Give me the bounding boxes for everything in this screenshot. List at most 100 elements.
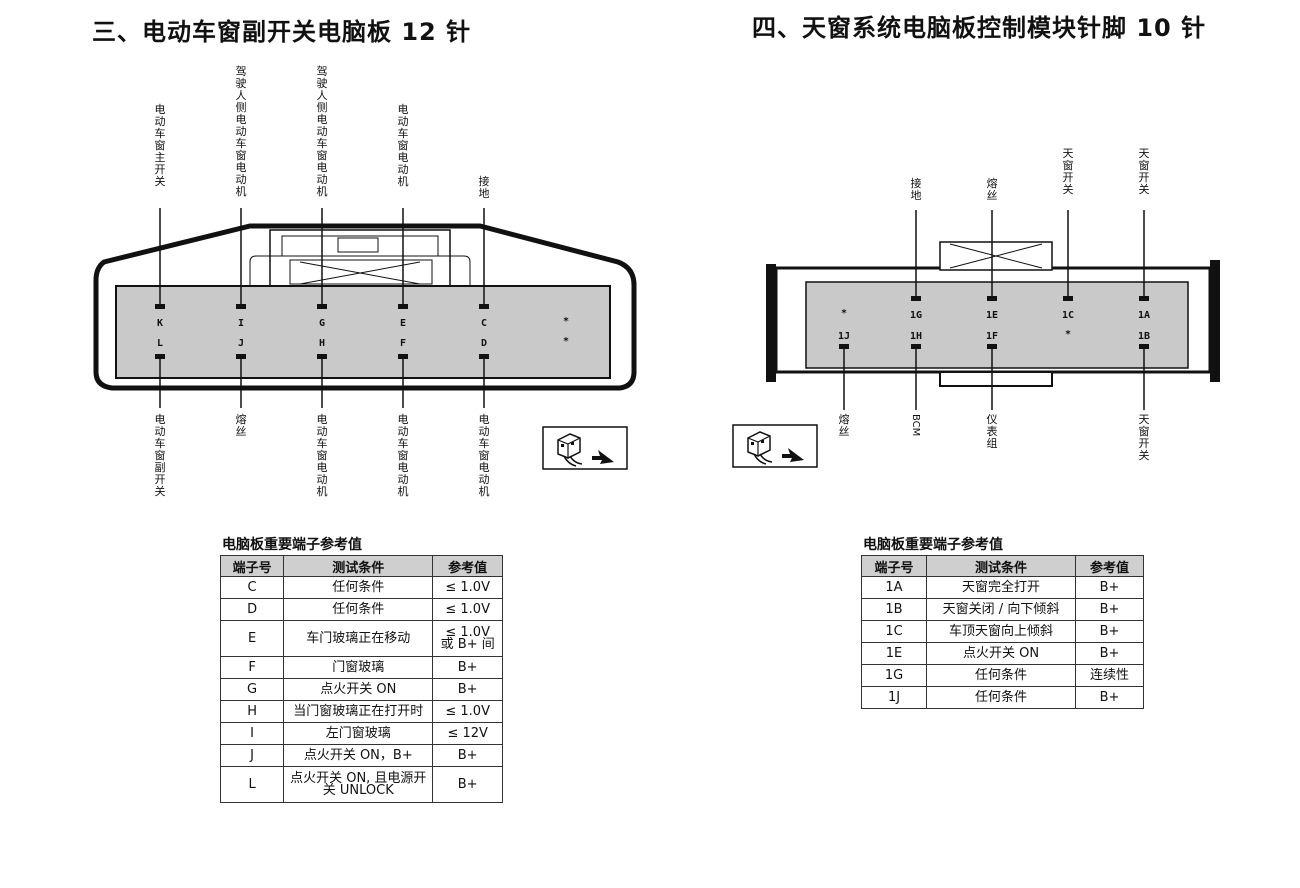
- header-value: 参考值: [1075, 555, 1144, 577]
- left-top-label-1: 电动车窗主开关: [154, 103, 166, 188]
- left-pin-D: D: [480, 338, 488, 349]
- left-pin-H: H: [318, 338, 326, 349]
- cell-condition: 任何条件: [283, 576, 434, 599]
- right-pin-1A: 1A: [1137, 310, 1151, 321]
- cell-value: ≤ 1.0V 或 B+ 间: [432, 620, 503, 657]
- cell-value: B+: [1075, 686, 1144, 709]
- cell-condition: 天窗完全打开: [926, 576, 1076, 599]
- left-bottom-label-4: 电动车窗电动机: [397, 413, 409, 498]
- connector-plug-icon-right: [732, 424, 818, 468]
- cell-condition: 左门窗玻璃: [283, 722, 434, 745]
- table-header-row: 端子号 测试条件 参考值: [861, 555, 1144, 577]
- left-bottom-label-1: 电动车窗副开关: [154, 413, 166, 498]
- right-pin-1C: 1C: [1061, 310, 1075, 321]
- left-pin-star-1: *: [562, 316, 570, 327]
- cell-value: ≤ 1.0V: [432, 576, 503, 599]
- right-top-label-1: 接地: [910, 177, 922, 202]
- cell-pin: 1G: [861, 664, 927, 687]
- right-top-label-2: 熔丝: [986, 177, 998, 202]
- left-top-label-4: 电动车窗电动机: [397, 103, 409, 188]
- right-pin-1F: 1F: [985, 331, 999, 342]
- cell-condition: 点火开关 ON: [926, 642, 1076, 665]
- right-table-caption: 电脑板重要端子参考值: [863, 537, 1003, 553]
- left-bottom-label-2: 熔丝: [235, 413, 247, 438]
- cell-condition: 点火开关 ON, 且电源开关 UNLOCK: [283, 766, 434, 803]
- cell-condition: 车门玻璃正在移动: [283, 620, 434, 657]
- right-pin-1H: 1H: [909, 331, 923, 342]
- cell-condition: 点火开关 ON，B+: [283, 744, 434, 767]
- left-pin-I: I: [237, 318, 245, 329]
- cell-value: 连续性: [1075, 664, 1144, 687]
- right-pin-1G: 1G: [909, 310, 923, 321]
- left-pin-F: F: [399, 338, 407, 349]
- header-pin: 端子号: [219, 555, 285, 577]
- left-pin-G: G: [318, 318, 326, 329]
- cell-value: ≤ 12V: [432, 722, 503, 745]
- left-top-label-5: 接地: [478, 175, 490, 200]
- right-bottom-label-4: 天窗开关: [1138, 413, 1150, 462]
- header-pin: 端子号: [861, 555, 927, 577]
- left-top-label-3: 驾驶人侧电动车窗电动机: [316, 65, 328, 198]
- cell-value: B+: [432, 656, 503, 679]
- header-value: 参考值: [432, 555, 503, 577]
- right-pin-1J: 1J: [837, 331, 851, 342]
- left-bottom-label-3: 电动车窗电动机: [316, 413, 328, 498]
- connector-plug-icon: [542, 426, 628, 470]
- cell-value: B+: [1075, 642, 1144, 665]
- cell-condition: 门窗玻璃: [283, 656, 434, 679]
- header-condition: 测试条件: [926, 555, 1076, 577]
- cell-pin: G: [219, 678, 285, 701]
- cell-value: B+: [432, 766, 503, 803]
- right-pin-star-1: *: [840, 308, 848, 319]
- left-pin-C: C: [480, 318, 488, 329]
- left-pin-K: K: [156, 318, 164, 329]
- cell-pin: 1E: [861, 642, 927, 665]
- cell-condition: 天窗关闭 / 向下倾斜: [926, 598, 1076, 621]
- left-pin-star-2: *: [562, 336, 570, 347]
- cell-pin: L: [219, 766, 285, 803]
- cell-pin: 1A: [861, 576, 927, 599]
- cell-condition: 车顶天窗向上倾斜: [926, 620, 1076, 643]
- cell-pin: H: [219, 700, 285, 723]
- header-condition: 测试条件: [283, 555, 434, 577]
- cell-value: ≤ 1.0V: [432, 700, 503, 723]
- cell-value: B+: [432, 744, 503, 767]
- left-bottom-label-5: 电动车窗电动机: [478, 413, 490, 498]
- right-pin-star-2: *: [1064, 329, 1072, 340]
- cell-pin: J: [219, 744, 285, 767]
- cell-condition: 点火开关 ON: [283, 678, 434, 701]
- left-table-caption: 电脑板重要端子参考值: [222, 537, 362, 553]
- table-header-row: 端子号 测试条件 参考值: [219, 555, 503, 577]
- left-top-label-2: 驾驶人侧电动车窗电动机: [235, 65, 247, 198]
- cell-condition: 任何条件: [926, 686, 1076, 709]
- cell-pin: I: [219, 722, 285, 745]
- cell-condition: 任何条件: [283, 598, 434, 621]
- cell-value: B+: [1075, 598, 1144, 621]
- cell-pin: D: [219, 598, 285, 621]
- cell-pin: 1J: [861, 686, 927, 709]
- left-pin-E: E: [399, 318, 407, 329]
- cell-condition: 当门窗玻璃正在打开时: [283, 700, 434, 723]
- cell-value: B+: [432, 678, 503, 701]
- cell-pin: 1C: [861, 620, 927, 643]
- left-pin-L: L: [156, 338, 164, 349]
- right-bottom-label-1: 熔丝: [838, 413, 850, 438]
- right-top-label-3: 天窗开关: [1062, 147, 1074, 196]
- left-title: 三、电动车窗副开关电脑板 12 针: [92, 18, 472, 46]
